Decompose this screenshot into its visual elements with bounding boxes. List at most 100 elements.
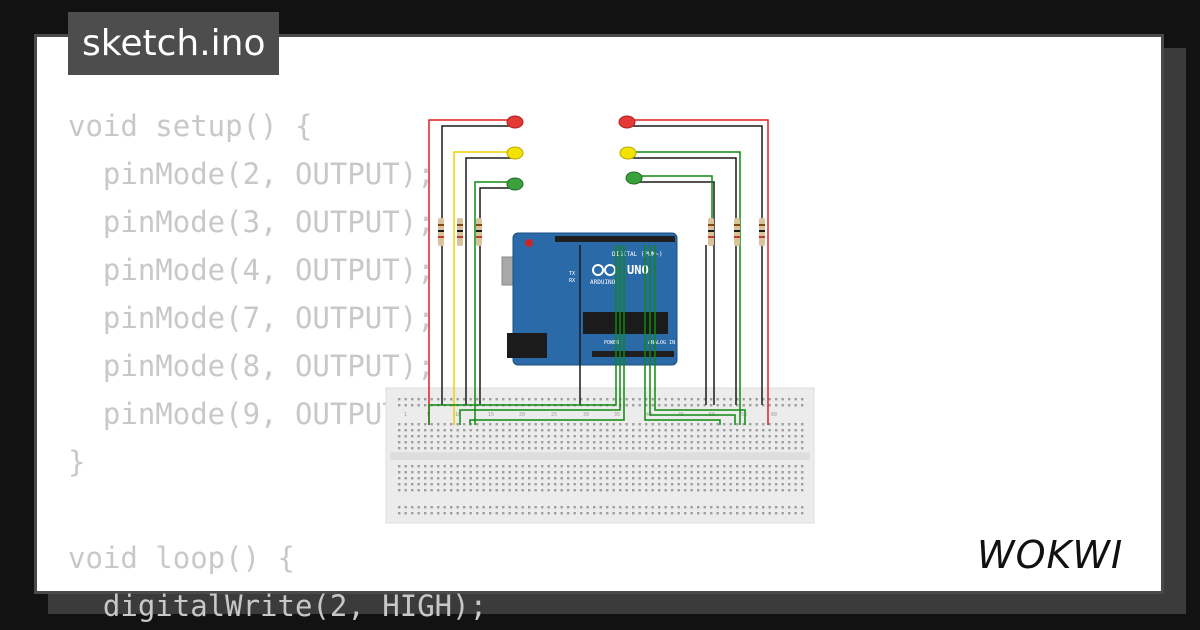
breadboard-hole [651, 435, 654, 438]
uno-label: UNO [627, 263, 649, 277]
breadboard-hole [476, 471, 479, 474]
breadboard-hole [482, 435, 485, 438]
breadboard-hole [456, 489, 459, 492]
led-green-left[interactable] [506, 177, 524, 191]
breadboard-hole [801, 423, 804, 426]
breadboard-hole [456, 429, 459, 432]
breadboard-hole [801, 404, 804, 407]
resistors [438, 218, 765, 246]
breadboard-hole [788, 471, 791, 474]
breadboard-hole [775, 423, 778, 426]
breadboard-hole [664, 423, 667, 426]
breadboard-hole [645, 477, 648, 480]
breadboard-hole [398, 489, 401, 492]
breadboard-hole [651, 423, 654, 426]
breadboard-hole [411, 512, 414, 515]
breadboard-hole [781, 477, 784, 480]
wire-green-arduino-4 [644, 245, 721, 425]
resistor[interactable] [438, 218, 444, 246]
breadboard-hole [437, 489, 440, 492]
breadboard-hole [788, 441, 791, 444]
resistor[interactable] [759, 218, 765, 246]
breadboard-hole [430, 489, 433, 492]
breadboard-hole [476, 506, 479, 509]
breadboard-hole [749, 404, 752, 407]
breadboard-hole [612, 489, 615, 492]
breadboard-hole [684, 471, 687, 474]
breadboard-hole [521, 512, 524, 515]
breadboard-hole [677, 506, 680, 509]
breadboard-hole [437, 512, 440, 515]
breadboard-hole [677, 404, 680, 407]
resistor[interactable] [476, 218, 482, 246]
arduino-uno-board[interactable]: DIGITAL (PWM~) UNO ARDUINO TX RX POWER A… [501, 232, 678, 366]
led-red-right[interactable] [618, 115, 636, 129]
resistor[interactable] [734, 218, 740, 246]
breadboard-hole [424, 512, 427, 515]
breadboard-hole [554, 477, 557, 480]
breadboard-hole [417, 477, 420, 480]
breadboard-hole [768, 483, 771, 486]
breadboard-hole [723, 465, 726, 468]
breadboard-hole [690, 477, 693, 480]
breadboard-hole [612, 435, 615, 438]
breadboard-hole [612, 512, 615, 515]
breadboard-hole [411, 404, 414, 407]
breadboard-hole [541, 506, 544, 509]
breadboard-hole [723, 489, 726, 492]
breadboard-hole [638, 441, 641, 444]
breadboard-hole [762, 447, 765, 450]
breadboard-hole [749, 441, 752, 444]
breadboard-hole [723, 404, 726, 407]
led-yellow-left[interactable] [506, 146, 524, 160]
breadboard-hole [398, 441, 401, 444]
breadboard-hole [703, 447, 706, 450]
breadboard-hole [417, 506, 420, 509]
breadboard-hole [534, 398, 537, 401]
led-green-right[interactable] [625, 171, 643, 185]
breadboard-hole [541, 483, 544, 486]
led-red-left[interactable] [506, 115, 524, 129]
wire-black-left-1 [441, 125, 510, 405]
breadboard-hole [417, 489, 420, 492]
breadboard-hole [424, 441, 427, 444]
breadboard-hole [476, 465, 479, 468]
sketch-tab[interactable]: sketch.ino [68, 12, 280, 75]
breadboard-hole [677, 423, 680, 426]
resistor[interactable] [457, 218, 463, 246]
breadboard-hole [573, 398, 576, 401]
reset-button[interactable] [525, 239, 533, 247]
breadboard-hole [430, 423, 433, 426]
breadboard-hole [495, 441, 498, 444]
breadboard-hole [638, 435, 641, 438]
breadboard-hole [476, 477, 479, 480]
breadboard-hole [495, 471, 498, 474]
breadboard-hole [586, 471, 589, 474]
breadboard-hole [430, 471, 433, 474]
breadboard-hole [651, 398, 654, 401]
breadboard-hole [482, 441, 485, 444]
breadboard-hole [716, 404, 719, 407]
breadboard-hole [463, 441, 466, 444]
breadboard-hole [768, 404, 771, 407]
breadboard-hole [710, 404, 713, 407]
breadboard-hole [606, 471, 609, 474]
breadboard-hole [573, 471, 576, 474]
breadboard-hole [625, 404, 628, 407]
breadboard-hole [541, 512, 544, 515]
breadboard-hole [729, 489, 732, 492]
wire-black-right-1 [625, 125, 763, 405]
breadboard-hole [703, 435, 706, 438]
breadboard-hole [469, 441, 472, 444]
breadboard-hole [502, 512, 505, 515]
breadboard-hole [651, 404, 654, 407]
breadboard-hole [573, 489, 576, 492]
breadboard-hole [619, 465, 622, 468]
breadboard-hole [625, 471, 628, 474]
led-yellow-right[interactable] [619, 146, 637, 160]
breadboard-hole [482, 447, 485, 450]
breadboard-hole [547, 483, 550, 486]
breadboard-hole [801, 471, 804, 474]
resistor[interactable] [708, 218, 714, 246]
breadboard-hole [404, 477, 407, 480]
